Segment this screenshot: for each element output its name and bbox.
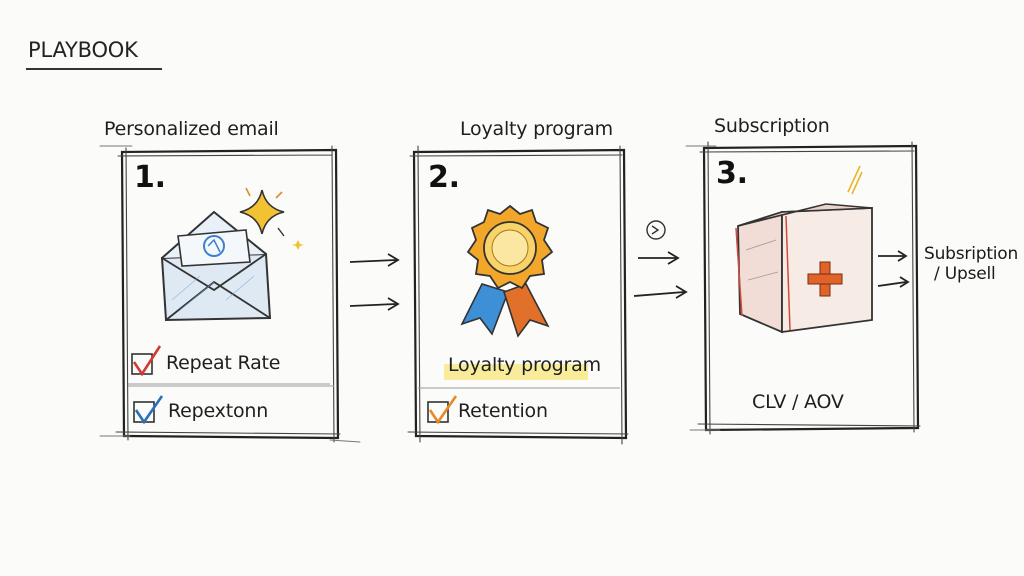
step-2-number: 2. — [428, 160, 460, 195]
checkbox-card1-row1 — [131, 345, 162, 377]
sparkle-icon — [239, 187, 304, 250]
arrows-out — [877, 250, 910, 288]
award-ribbon-icon — [460, 204, 554, 338]
caption-highlight — [444, 364, 588, 380]
loyalty-caption: Loyalty program — [448, 354, 601, 376]
checkbox-card1-row2 — [133, 395, 164, 425]
title-underline — [26, 68, 162, 70]
envelope-icon — [160, 210, 272, 322]
card-1-separators — [128, 383, 334, 387]
outcome-label: Subsription / Upsell — [924, 244, 1018, 284]
step-3-label: Subscription — [714, 115, 830, 137]
card-1-frame — [99, 145, 361, 443]
check-label-repextonn: Repextonn — [168, 400, 269, 422]
step-1-number: 1. — [134, 160, 166, 195]
checkbox-card2-row1 — [427, 395, 458, 425]
page-title: PLAYBOOK — [28, 38, 138, 62]
step-2-label: Loyalty program — [460, 118, 613, 140]
arrows-1-2 — [349, 253, 400, 311]
card-2-frame — [407, 145, 629, 445]
outcome-line-2: / Upsell — [934, 264, 996, 284]
box-icon — [735, 203, 873, 334]
outcome-line-1: Subsription — [924, 244, 1019, 264]
lightning-icon — [847, 165, 863, 195]
step-1-label: Personalized email — [104, 118, 279, 140]
check-label-retention: Retention — [458, 400, 548, 422]
step-3-number: 3. — [716, 156, 748, 191]
arrows-2-3 — [633, 251, 688, 299]
refresh-icon — [646, 220, 666, 240]
check-label-repeat-rate: Repeat Rate — [166, 352, 281, 374]
card-3-frame — [685, 141, 921, 435]
clv-aov-caption: CLV / AOV — [752, 391, 844, 413]
